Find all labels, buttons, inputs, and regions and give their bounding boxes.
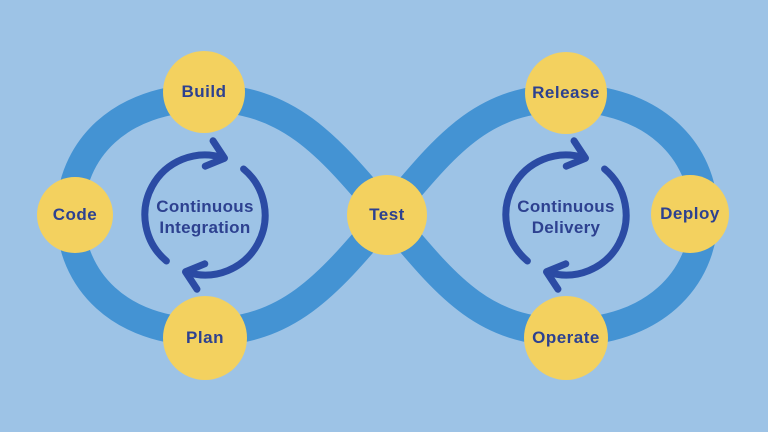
cd-label-line2: Delivery [531, 218, 601, 237]
cd-label-line1: Continuous [517, 197, 615, 216]
node-code: Code [37, 177, 113, 253]
node-deploy-label: Deploy [660, 204, 720, 223]
node-operate-label: Operate [532, 328, 600, 347]
node-deploy: Deploy [651, 175, 729, 253]
ci-label-line2: Integration [159, 218, 251, 237]
node-release: Release [525, 52, 607, 134]
node-build-label: Build [181, 82, 227, 101]
ci-cycle-arrows-icon [141, 137, 269, 293]
continuous-delivery-label: Continuous Delivery [491, 196, 641, 238]
node-operate: Operate [524, 296, 608, 380]
continuous-integration-label: Continuous Integration [130, 196, 280, 238]
node-build: Build [163, 51, 245, 133]
ci-label-line1: Continuous [156, 197, 254, 216]
node-test: Test [347, 175, 427, 255]
cd-cycle-arrows-icon [502, 137, 630, 293]
node-code-label: Code [52, 205, 98, 224]
node-release-label: Release [532, 83, 600, 102]
node-test-label: Test [369, 205, 405, 224]
node-plan-label: Plan [186, 328, 224, 347]
node-plan: Plan [163, 296, 247, 380]
